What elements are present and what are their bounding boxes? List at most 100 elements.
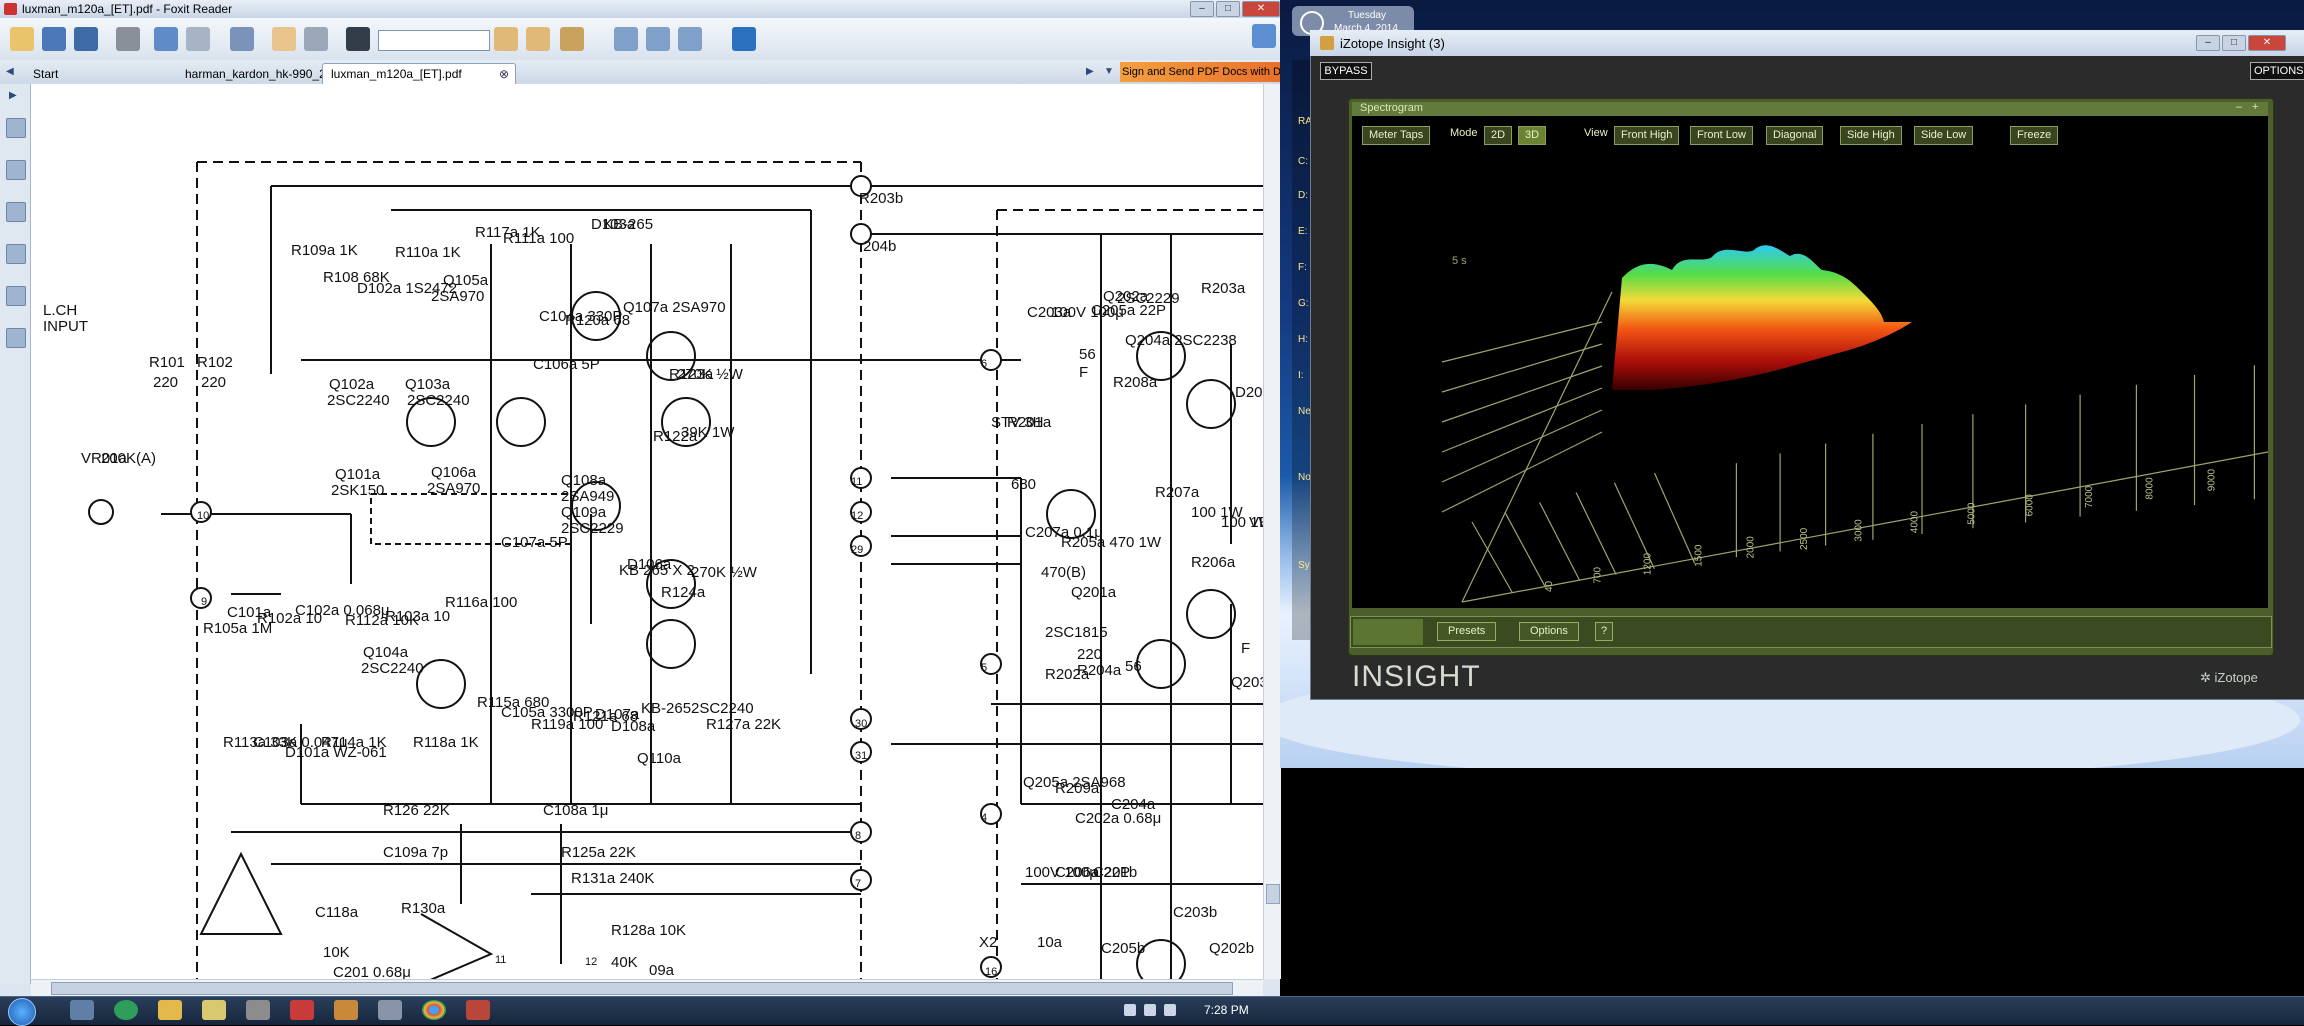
foxit-titlebar[interactable]: luxman_m120a_[ET].pdf - Foxit Reader – □… [0, 0, 1280, 19]
app-icon[interactable] [114, 1000, 138, 1020]
schematic-label: 204b [863, 238, 897, 255]
tray-network-icon[interactable] [1124, 1004, 1136, 1016]
schematic-label: Q205a 2SA968 [1023, 774, 1126, 791]
schematic-app-icon[interactable] [246, 1000, 270, 1020]
task-view-icon[interactable] [70, 1000, 94, 1020]
docusign-banner[interactable]: Sign and Send PDF Docs with DocuSign [1120, 62, 1280, 82]
file-explorer-icon[interactable] [158, 1000, 182, 1020]
panel-minimize-icon[interactable]: – [2236, 101, 2243, 113]
options-button[interactable]: OPTIONS [2250, 62, 2304, 80]
mode-2d-button[interactable]: 2D [1484, 126, 1513, 145]
comment-tool-icon[interactable] [560, 27, 584, 51]
save-icon[interactable] [42, 27, 66, 51]
find-next-icon[interactable] [526, 27, 550, 51]
freeze-button[interactable]: Freeze [2010, 126, 2059, 145]
vertical-scroll-thumb[interactable] [1266, 884, 1280, 904]
schematic-label: Q104a [363, 644, 409, 661]
schematic-label: R117a 1K [475, 224, 541, 241]
tabs-dropdown-icon[interactable]: ▼ [1104, 66, 1114, 77]
comments-icon[interactable] [6, 244, 26, 264]
schematic-label: STV 3H [991, 414, 1044, 431]
schematic-label: X2 [979, 934, 998, 951]
presets-button[interactable]: Presets [1437, 622, 1497, 641]
foxit-taskbar-icon[interactable] [290, 1000, 314, 1020]
tray-volume-icon[interactable] [1144, 1004, 1156, 1016]
panel-expand-icon[interactable]: + [2252, 101, 2259, 113]
open-folder-icon[interactable] [10, 27, 34, 51]
bottom-options-button[interactable]: Options [1519, 622, 1579, 641]
media-app-icon[interactable] [334, 1000, 358, 1020]
meter-selector[interactable] [1353, 619, 1423, 645]
tab-label: harman_kardon_hk-990_2... [185, 67, 336, 81]
fit-width-icon[interactable] [678, 27, 702, 51]
hand-tool-icon[interactable] [272, 27, 296, 51]
mode-3d-button[interactable]: 3D [1518, 126, 1547, 145]
bypass-button[interactable]: BYPASS [1320, 62, 1372, 80]
taskbar-clock[interactable]: 7:28 PM [1204, 1003, 1249, 1017]
schematic-label: 7 [855, 878, 862, 890]
maximize-button[interactable]: □ [2222, 35, 2246, 51]
attachments-icon[interactable] [6, 286, 26, 306]
expand-icon[interactable] [1252, 24, 1276, 48]
sidebar-letter: No [1298, 472, 1311, 483]
schematic-label: 10K [323, 944, 350, 961]
layers-icon[interactable] [6, 202, 26, 222]
tab-harman-kardon[interactable]: harman_kardon_hk-990_2... [176, 63, 336, 84]
tab-luxman[interactable]: luxman_m120a_[ET].pdf ⊗ [322, 63, 516, 84]
schematic-label: 8 [855, 830, 862, 842]
share-icon[interactable] [732, 27, 756, 51]
bookmark-icon[interactable] [6, 118, 26, 138]
find-prev-icon[interactable] [494, 27, 518, 51]
schematic-label: 2SC2240 [407, 392, 470, 409]
view-diagonal-button[interactable]: Diagonal [1766, 126, 1824, 145]
save-all-icon[interactable] [74, 27, 98, 51]
print-icon[interactable] [116, 27, 140, 51]
tray-speaker-icon[interactable] [1164, 1004, 1176, 1016]
find-input[interactable] [378, 30, 490, 51]
tabs-right-arrow-icon[interactable]: ▶ [1086, 66, 1094, 77]
help-button[interactable]: ? [1595, 622, 1614, 641]
start-button[interactable] [8, 998, 36, 1026]
view-side-low-button[interactable]: Side Low [1914, 126, 1974, 145]
screen-icon[interactable] [154, 27, 178, 51]
rotate-icon[interactable] [614, 27, 638, 51]
view-mode-icon[interactable] [230, 27, 254, 51]
tab-start[interactable]: Start [24, 63, 192, 84]
schematic-drawing [88, 161, 1263, 979]
schematic-label: 2SC2240 [327, 392, 390, 409]
insight-titlebar[interactable]: iZotope Insight (3) – □ ✕ [1310, 30, 2304, 56]
schematic-label: C202a 0.68μ [1075, 810, 1162, 827]
schematic-label: C103a 0.047μ [253, 734, 348, 751]
pages-icon[interactable] [6, 160, 26, 180]
schematic-label: D201a [1235, 384, 1263, 401]
vertical-scrollbar[interactable] [1263, 84, 1281, 979]
chrome-icon[interactable] [422, 1000, 446, 1020]
view-side-high-button[interactable]: Side High [1840, 126, 1902, 145]
close-button[interactable]: ✕ [2248, 35, 2286, 51]
flag-app-icon[interactable] [466, 1000, 490, 1020]
horizontal-scroll-thumb[interactable] [51, 982, 1233, 995]
schematic-label: 56 [1079, 346, 1096, 363]
maximize-button[interactable]: □ [1216, 1, 1240, 17]
minimize-button[interactable]: – [2196, 35, 2220, 51]
meter-taps-button[interactable]: Meter Taps [1362, 126, 1431, 145]
view-front-high-button[interactable]: Front High [1614, 126, 1680, 145]
tab-close-icon[interactable]: ⊗ [498, 67, 509, 81]
panel-expand-icon[interactable]: ▶ [9, 90, 17, 101]
minimize-button[interactable]: – [1190, 1, 1214, 17]
fit-page-icon[interactable] [646, 27, 670, 51]
view-front-low-button[interactable]: Front Low [1690, 126, 1753, 145]
schematic-label: 4 [981, 812, 988, 824]
close-button[interactable]: ✕ [1242, 1, 1280, 17]
schematic-label: R207a [1155, 484, 1200, 501]
tool-app-icon[interactable] [378, 1000, 402, 1020]
zoom-page-icon[interactable] [186, 27, 210, 51]
schematic-label: C205a 22P [1091, 302, 1167, 319]
find-binoculars-icon[interactable] [346, 27, 370, 51]
tabs-left-arrow-icon[interactable]: ◀ [6, 66, 14, 77]
notepad-icon[interactable] [202, 1000, 226, 1020]
select-text-icon[interactable] [304, 27, 328, 51]
signature-icon[interactable] [6, 328, 26, 348]
horizontal-scrollbar[interactable] [31, 979, 1263, 997]
